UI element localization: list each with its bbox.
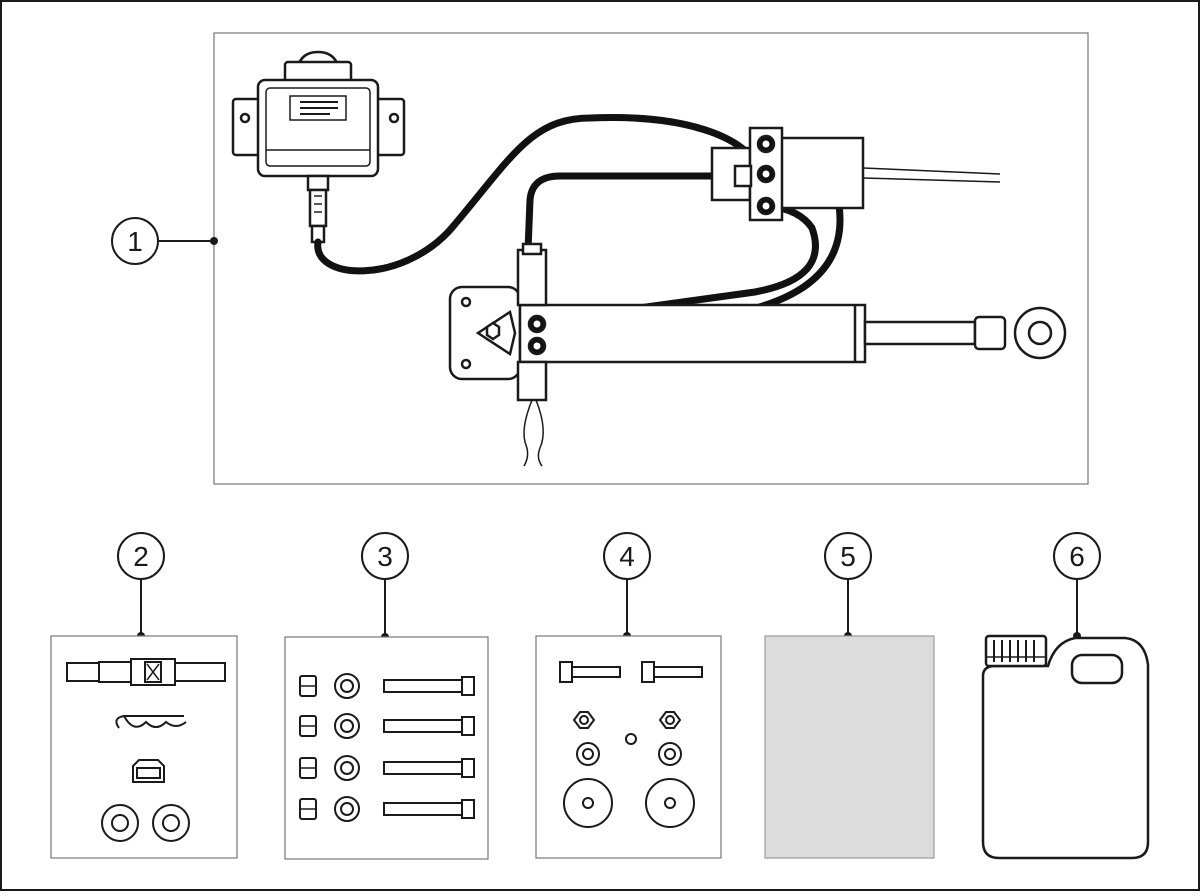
mount-hardware-parts (559, 661, 703, 828)
callout-2-label: 2 (133, 541, 149, 572)
callout-2: 2 (117, 532, 165, 640)
callout-6-label: 6 (1069, 541, 1085, 572)
bolt-row (299, 713, 475, 739)
callout-4: 4 (603, 532, 651, 640)
hydraulic-cylinder-icon (448, 242, 1067, 467)
hydraulic-pump-icon (231, 50, 406, 244)
bolt-row (299, 755, 475, 781)
panel-5-sheet (764, 635, 935, 859)
callout-3-label: 3 (377, 541, 393, 572)
callout-5: 5 (824, 532, 872, 640)
callout-1: 1 (111, 217, 218, 265)
callout-1-label: 1 (127, 226, 143, 257)
oil-container-icon (981, 634, 1150, 860)
callout-5-label: 5 (840, 541, 856, 572)
bolt-row (299, 796, 475, 822)
callout-3: 3 (361, 532, 409, 641)
bolt-set-parts (299, 673, 475, 822)
valve-block-icon (710, 126, 1001, 222)
panel-3 (284, 636, 489, 860)
callout-6: 6 (1053, 532, 1101, 640)
callout-4-label: 4 (619, 541, 635, 572)
pin-kit-parts (66, 658, 226, 842)
hydraulic-hoses (314, 114, 844, 348)
bolt-row (299, 673, 475, 699)
